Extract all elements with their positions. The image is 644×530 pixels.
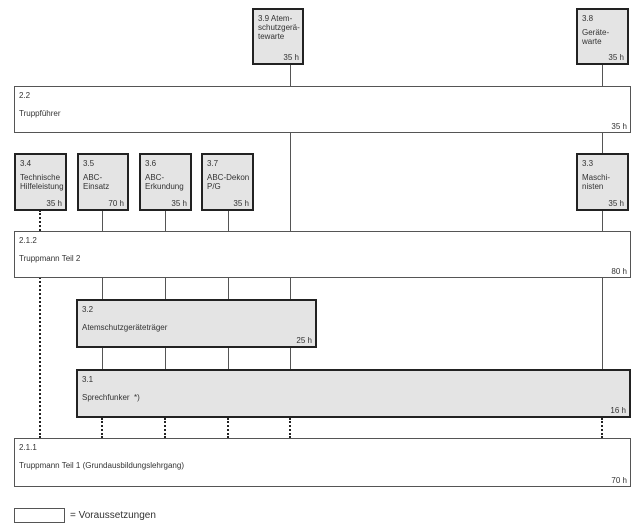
- course-3-4: 3.4 Technische Hilfeleistung 35 h: [14, 153, 67, 211]
- course-title: Truppmann Teil 2: [19, 254, 81, 263]
- course-title: Atemschutzgeräteträger: [82, 323, 168, 332]
- course-3-9: 3.9 Atem- schutzgerä- tewarte 35 h: [252, 8, 304, 65]
- course-title: Geräte- warte: [582, 28, 610, 46]
- course-hours: 35 h: [233, 199, 249, 208]
- course-number: 3.7: [207, 159, 219, 168]
- dotted-connector: [289, 418, 291, 438]
- course-title: Sprechfunker *): [82, 393, 140, 402]
- course-number: 3.5: [83, 159, 95, 168]
- course-3-7: 3.7 ABC-Dekon P/G 35 h: [201, 153, 254, 211]
- course-2-1-1: 2.1.1 Truppmann Teil 1 (Grundausbildungs…: [14, 438, 631, 487]
- course-3-8: 3.8 Geräte- warte 35 h: [576, 8, 629, 65]
- course-hours: 70 h: [108, 199, 124, 208]
- course-number: 3.3: [582, 159, 594, 168]
- connector-line: [165, 210, 166, 369]
- course-hours: 35 h: [46, 199, 62, 208]
- course-number: 3.1: [82, 375, 94, 384]
- legend-label: = Voraussetzungen: [70, 510, 156, 521]
- course-title: Maschi- nisten: [582, 173, 611, 191]
- course-3-5: 3.5 ABC- Einsatz 70 h: [77, 153, 129, 211]
- course-title: schutzgerä- tewarte: [258, 23, 300, 41]
- course-title: Truppmann Teil 1 (Grundausbildungslehrga…: [19, 461, 184, 470]
- course-number: 3.2: [82, 305, 94, 314]
- course-number: 2.1.2: [19, 236, 37, 245]
- dotted-connector: [227, 418, 229, 438]
- connector-line: [228, 210, 229, 369]
- course-hours: 35 h: [171, 199, 187, 208]
- course-number: 3.4: [20, 159, 32, 168]
- connector-line: [102, 210, 103, 369]
- course-hours: 70 h: [611, 476, 627, 485]
- course-3-2: 3.2 Atemschutzgeräteträger 25 h: [76, 299, 317, 348]
- course-hours: 35 h: [608, 53, 624, 62]
- course-title: Truppführer: [19, 109, 61, 118]
- course-3-3: 3.3 Maschi- nisten 35 h: [576, 153, 629, 211]
- course-hours: 80 h: [611, 267, 627, 276]
- course-title: ABC-Dekon P/G: [207, 173, 250, 191]
- course-title: ABC- Einsatz: [83, 173, 110, 191]
- dotted-connector: [601, 418, 603, 438]
- course-hours: 25 h: [296, 336, 312, 345]
- course-hours: 35 h: [608, 199, 624, 208]
- course-2-1-2: 2.1.2 Truppmann Teil 2 80 h: [14, 231, 631, 278]
- connector-line: [602, 64, 603, 369]
- course-hours: 35 h: [611, 122, 627, 131]
- course-2-2: 2.2 Truppführer 35 h: [14, 86, 631, 133]
- course-3-1: 3.1 Sprechfunker *) 16 h: [76, 369, 631, 418]
- dotted-connector: [39, 210, 41, 438]
- course-number: 2.2: [19, 91, 31, 100]
- course-hours: 16 h: [610, 406, 626, 415]
- course-number: 3.9 Atem-: [258, 14, 293, 23]
- course-number: 3.8: [582, 14, 594, 23]
- course-title: Technische Hilfeleistung: [20, 173, 64, 191]
- legend-swatch: [14, 508, 65, 523]
- course-number: 3.6: [145, 159, 157, 168]
- dotted-connector: [164, 418, 166, 438]
- course-title: ABC- Erkundung: [145, 173, 184, 191]
- dotted-connector: [101, 418, 103, 438]
- course-3-6: 3.6 ABC- Erkundung 35 h: [139, 153, 192, 211]
- course-number: 2.1.1: [19, 443, 37, 452]
- connector-line: [290, 64, 291, 369]
- course-hours: 35 h: [283, 53, 299, 62]
